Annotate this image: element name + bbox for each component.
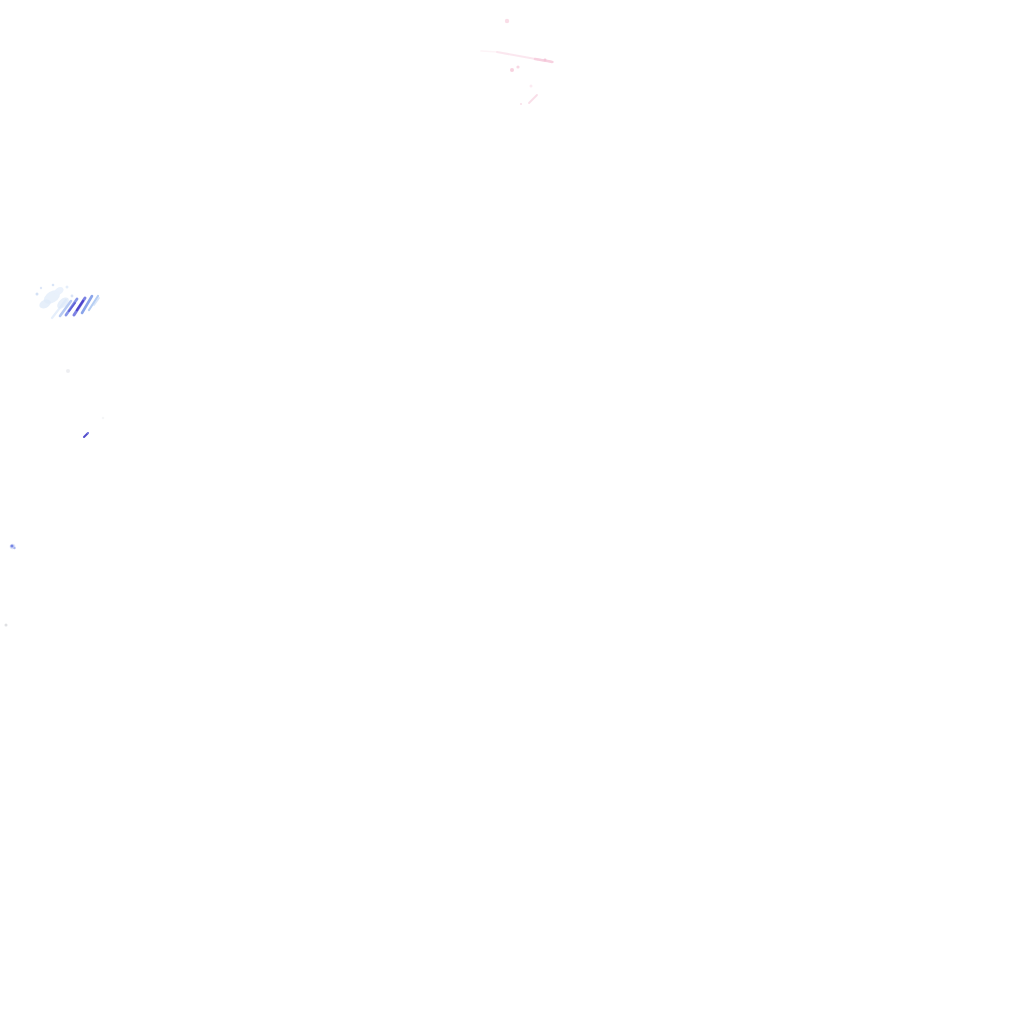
blue-hatch-scribble-stroke <box>52 284 55 287</box>
blue-hatch-scribble-stroke <box>66 286 69 289</box>
gray-specks <box>5 369 105 627</box>
gray-specks-stroke <box>66 369 70 373</box>
gray-specks-stroke <box>5 624 8 627</box>
pink-scribble-trace-stroke <box>520 103 522 105</box>
pink-scribble-trace-stroke <box>544 59 547 62</box>
pink-scribble-trace <box>481 19 553 105</box>
blue-hatch-scribble-stroke <box>40 287 42 289</box>
blue-hatch-scribble-stroke <box>71 295 74 298</box>
pink-scribble-trace-stroke <box>529 95 537 103</box>
blue-hatch-scribble-stroke <box>77 301 83 310</box>
blue-speck-stroke <box>10 544 13 547</box>
blue-speck <box>10 544 16 550</box>
pink-scribble-trace-stroke <box>530 85 533 88</box>
gray-specks-stroke <box>102 417 104 419</box>
blue-tick-mark <box>84 432 89 437</box>
blue-hatch-scribble-stroke <box>36 293 39 296</box>
blue-hatch-scribble <box>36 284 100 318</box>
pink-scribble-trace-stroke <box>510 68 514 72</box>
pink-scribble-trace-stroke <box>481 51 497 52</box>
blue-speck-stroke <box>13 547 15 549</box>
blue-tick-mark-stroke <box>87 432 89 434</box>
pink-scribble-trace-stroke <box>505 19 509 23</box>
pink-scribble-trace-stroke <box>535 59 552 62</box>
pink-scribble-trace-stroke <box>516 65 519 68</box>
